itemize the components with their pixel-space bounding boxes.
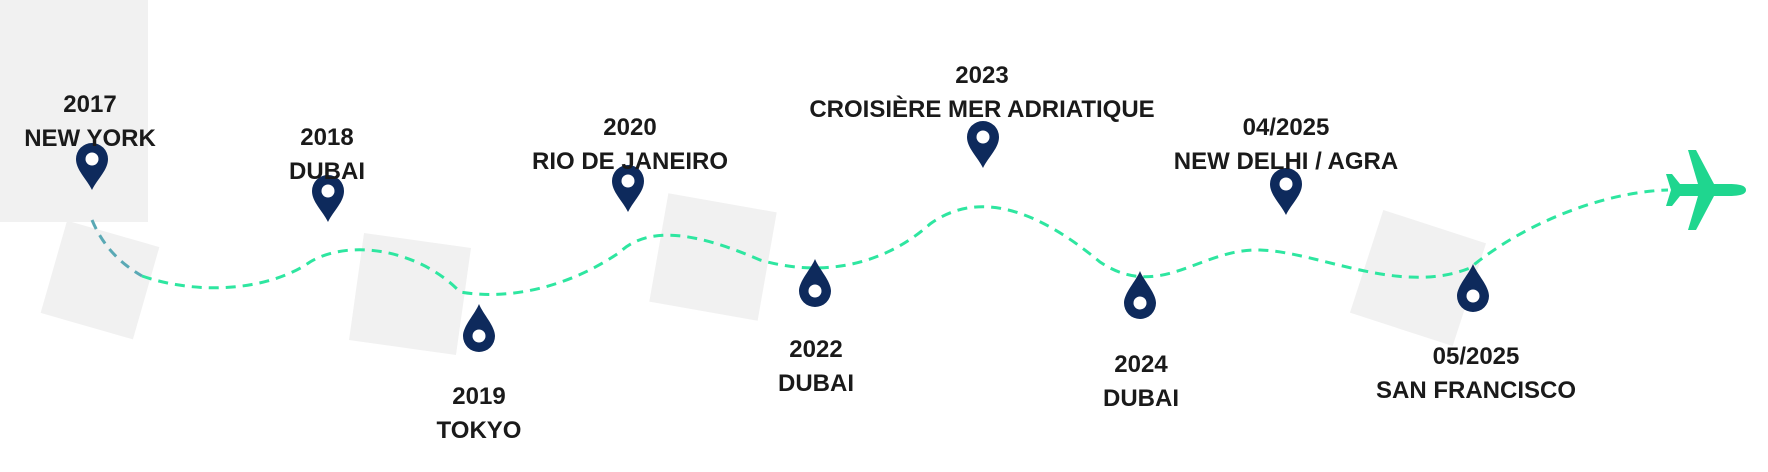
stop-date: 2022 [789, 336, 843, 363]
map-pin-icon [1270, 168, 1302, 215]
map-pin-icon [799, 259, 831, 307]
stop-place: DUBAI [778, 370, 854, 397]
stop-place: CROISIÈRE MER ADRIATIQUE [809, 96, 1155, 123]
stop-place: DUBAI [1103, 385, 1179, 412]
stop-place: TOKYO [436, 417, 522, 444]
stop-place: SAN FRANCISCO [1375, 377, 1577, 404]
route-path [141, 188, 1669, 296]
stop-date: 04/2025 [1242, 114, 1330, 141]
map-pin-icon [1124, 271, 1156, 319]
stop-place: DUBAI [289, 158, 365, 185]
stop-date: 2017 [63, 91, 117, 118]
stop-date: 2023 [955, 62, 1009, 89]
photo-placeholder [0, 0, 148, 222]
stop-date: 2020 [603, 114, 657, 141]
stop-date: 2018 [300, 124, 354, 151]
map-pin-icon [612, 165, 644, 212]
map-pin-icon [1457, 264, 1489, 312]
map-pin-icon [463, 304, 495, 352]
stop-date: 2019 [452, 383, 506, 410]
photo-placeholder [349, 233, 471, 355]
map-pin-icon [312, 175, 344, 222]
stop-place: RIO DE JANEIRO [531, 148, 729, 175]
stop-date: 2024 [1114, 351, 1168, 378]
map-pin-icon [967, 121, 999, 168]
photo-placeholders [0, 0, 1487, 355]
map-pin-icon [76, 143, 108, 190]
airplane-icon [1666, 150, 1746, 230]
photo-placeholder [649, 193, 777, 321]
route-start-segment [90, 219, 143, 278]
photo-placeholder [40, 220, 160, 340]
stop-place: NEW DELHI / AGRA [1173, 148, 1399, 175]
stop-date: 05/2025 [1432, 343, 1520, 370]
stop-place: NEW YORK [24, 125, 156, 152]
